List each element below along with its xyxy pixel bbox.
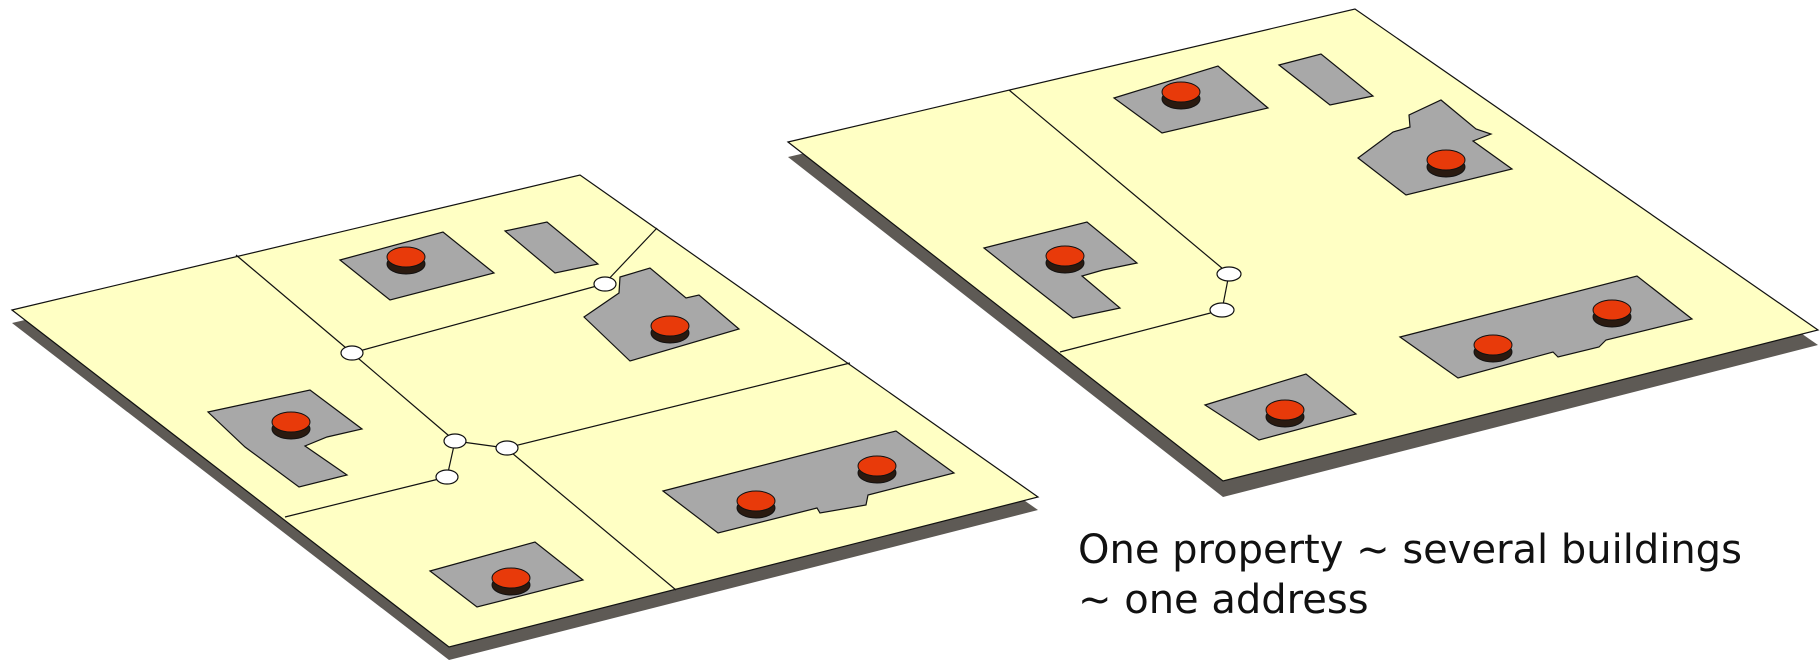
left-address-points [340, 276, 617, 485]
left-panel [10, 174, 1040, 660]
address-point [443, 433, 467, 449]
address-point [593, 276, 617, 292]
entrance-marker [386, 246, 426, 275]
right-building-east [1357, 99, 1514, 196]
entrance-marker [1473, 334, 1513, 363]
entrance-marker [1045, 245, 1085, 274]
entrance-marker [857, 455, 897, 484]
caption: One property ~ several buildings ~ one a… [1078, 525, 1742, 625]
left-building-annex [503, 221, 600, 274]
right-entrances [1045, 81, 1632, 428]
right-address-points [1209, 266, 1242, 318]
entrance-marker [1161, 81, 1201, 110]
entrance-marker [1592, 299, 1632, 328]
entrance-marker [491, 567, 531, 596]
entrance-marker [271, 411, 311, 440]
caption-line-1: One property ~ several buildings [1078, 527, 1742, 573]
left-building-east [583, 267, 741, 362]
entrance-marker [650, 315, 690, 344]
left-ground-plane [10, 174, 1040, 648]
left-entrances [271, 246, 897, 596]
address-point [495, 440, 519, 456]
right-building-annex [1277, 53, 1375, 106]
entrance-marker [1265, 399, 1305, 428]
entrance-marker [736, 490, 776, 519]
entrance-marker [1426, 149, 1466, 178]
right-ground-plane [786, 8, 1820, 482]
caption-line-2: ~ one address [1078, 577, 1369, 623]
address-point [340, 345, 364, 361]
right-panel [786, 8, 1820, 497]
address-point [1216, 266, 1242, 282]
address-point [435, 469, 459, 485]
address-point [1209, 302, 1235, 318]
